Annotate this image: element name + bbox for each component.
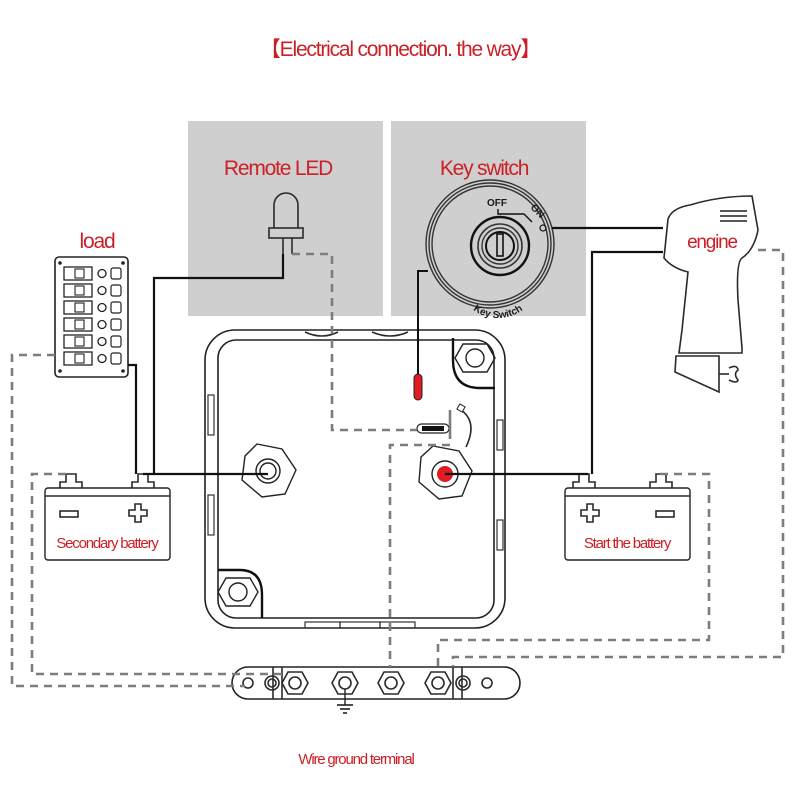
- led-icon: [268, 192, 304, 254]
- fuse-icon: [97, 319, 107, 330]
- indicator-icon: [110, 352, 122, 365]
- start-battery-label: Start the battery: [584, 535, 672, 552]
- engine-label: engine: [687, 232, 737, 253]
- load-switch-row: [63, 351, 122, 366]
- ground-bus-bar: [231, 666, 521, 700]
- key-switch-label: Key switch: [440, 157, 529, 180]
- key-off-label: OFF: [487, 198, 507, 209]
- fuse-icon: [97, 285, 107, 296]
- load-switch-row: [63, 317, 122, 332]
- rocker-switch-icon: [63, 334, 93, 349]
- load-switch-row: [63, 266, 122, 281]
- gnd-engine: [451, 248, 785, 667]
- wire-keyswitch-to-led: [417, 270, 428, 374]
- key-ring-label: Key Switch: [471, 303, 524, 321]
- ground-wires: [10, 248, 785, 688]
- gnd-isolator: [388, 410, 452, 667]
- ground-terminal-label: Wire ground terminal: [298, 751, 414, 768]
- secondary-battery-label: Secondary battery: [56, 535, 159, 552]
- indicator-icon: [110, 284, 122, 297]
- load-switch-row: [63, 334, 122, 349]
- load-switch-panel: [54, 256, 129, 378]
- fuse-icon: [97, 353, 107, 364]
- indicator-icon: [110, 335, 122, 348]
- rocker-switch-icon: [63, 300, 93, 315]
- secondary-battery: [44, 473, 171, 561]
- remote-led-panel: [188, 121, 383, 316]
- rocker-switch-icon: [63, 283, 93, 298]
- indicator-icon: [110, 267, 122, 280]
- remote-led-label: Remote LED: [224, 157, 333, 180]
- isolator-led-indicator: [413, 373, 423, 401]
- rocker-switch-icon: [63, 351, 93, 366]
- fuse-icon: [97, 336, 107, 347]
- fuse-icon: [97, 268, 107, 279]
- diagram-title: 【Electrical connection. the way】: [260, 38, 540, 61]
- load-switch-row: [63, 300, 122, 315]
- start-battery: [564, 473, 691, 561]
- gnd-secondary: [30, 472, 282, 676]
- wire-load-to-secondary: [128, 363, 138, 474]
- key-switch-icon: OFF ON Key Switch: [425, 179, 555, 321]
- solid-wires: [128, 226, 663, 476]
- indicator-icon: [110, 301, 122, 314]
- engine-icon: [663, 195, 759, 394]
- wire-engine-to-start: [590, 250, 663, 474]
- gnd-start: [436, 472, 711, 667]
- indicator-icon: [110, 318, 122, 331]
- rocker-switch-icon: [63, 266, 93, 281]
- gnd-load: [10, 353, 245, 688]
- load-switch-row: [63, 283, 122, 298]
- load-label: load: [80, 230, 115, 253]
- rocker-switch-icon: [63, 317, 93, 332]
- wire-led-to-load: [152, 254, 285, 474]
- ground-symbol-icon: [337, 689, 353, 714]
- battery-isolator: [204, 329, 506, 629]
- gnd-led: [292, 252, 417, 432]
- fuse-icon: [97, 302, 107, 313]
